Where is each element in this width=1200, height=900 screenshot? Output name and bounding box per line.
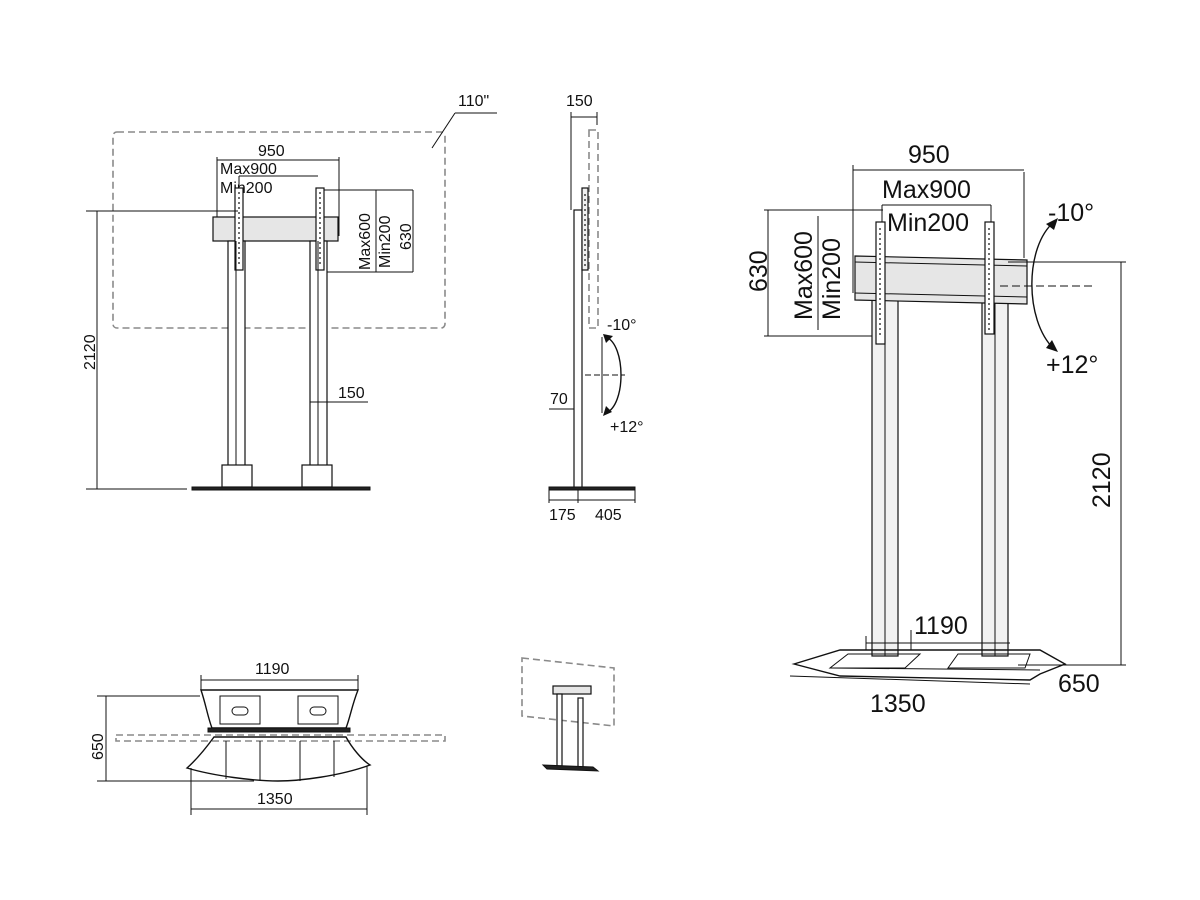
iso-height-2120-label: 2120 [1088,452,1116,508]
iso-tilt-arc [1031,221,1055,350]
iso-min200-label: Min200 [887,209,969,237]
side-depth-405-label: 405 [595,507,622,524]
iso-base-plate [791,649,1067,681]
iso-min200-vertical-label: Min200 [818,238,846,320]
top-front-plate [185,736,372,782]
iso-height-630-label: 630 [745,250,773,292]
iso-crossbar [854,255,1028,305]
front-base-plate [191,486,371,491]
iso-width-1350-label: 1350 [870,690,926,718]
thumbnail-screen-outline [521,657,615,727]
side-screen-outline [588,129,599,329]
top-screen-outline [115,734,446,742]
side-tilt-minus-label: -10° [607,317,637,334]
front-width-950-label: 950 [258,143,285,160]
side-height-70-label: 70 [550,391,568,408]
front-view: 110" 950 Max900 Min200 Max600 Min200 630… [82,93,497,491]
front-screen-outline [112,131,446,329]
iso-width-1190-label: 1190 [914,612,968,640]
side-view: 150 -10° +12° 70 175 405 [548,93,644,524]
isometric-view: 950 Max900 Min200 630 Max600 Min200 2120 [745,141,1126,718]
iso-max900-label: Max900 [882,176,971,204]
top-view: 1190 650 1350 [90,661,446,815]
iso-depth-650-label: 650 [1058,670,1100,698]
side-tilt-plus-label: +12° [610,419,644,436]
top-width-1190-label: 1190 [255,661,290,678]
side-post [573,209,583,489]
front-post-150-label: 150 [338,385,365,402]
iso-max600-label: Max600 [790,231,818,320]
front-min200-label: Min200 [220,180,273,197]
front-height-2120-label: 2120 [82,334,99,370]
iso-width-950-label: 950 [908,141,950,169]
iso-tilt-plus-label: +12° [1046,351,1098,379]
side-base-plate [548,486,636,491]
top-depth-650-label: 650 [90,733,107,760]
front-max900-label: Max900 [220,161,277,178]
top-width-1350-label: 1350 [257,791,293,808]
front-max600-label: Max600 [357,213,374,270]
iso-tilt-minus-label: -10° [1048,199,1094,227]
side-tilt-arc [605,336,622,414]
front-min200-vertical-label: Min200 [377,215,394,268]
front-screen-size-label: 110" [458,93,489,110]
side-depth-150-label: 150 [566,93,593,110]
thumbnail-view [521,657,615,772]
side-depth-175-label: 175 [549,507,576,524]
front-height-630-label: 630 [398,223,415,250]
